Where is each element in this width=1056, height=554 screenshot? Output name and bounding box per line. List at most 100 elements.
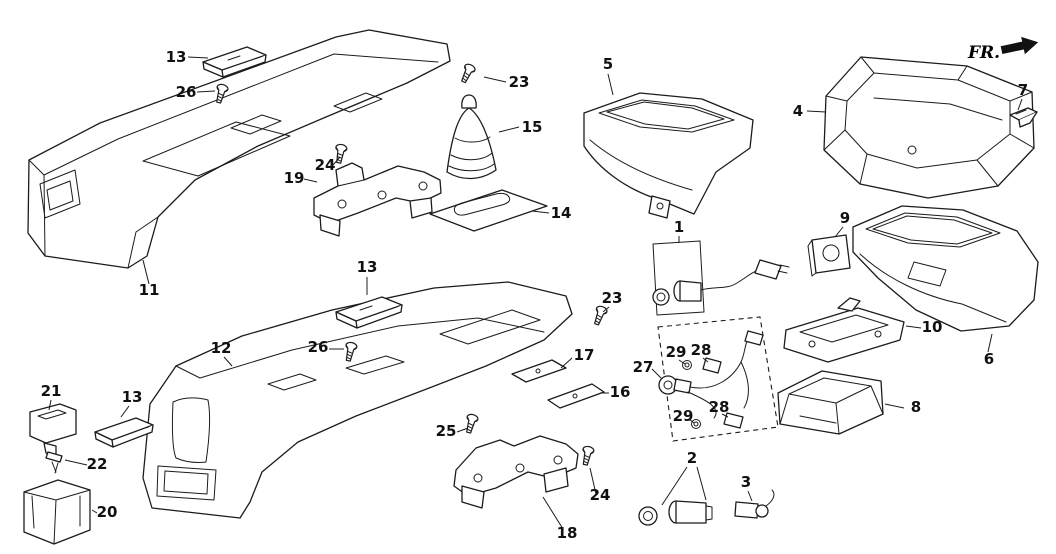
leader-line	[48, 399, 52, 411]
callout-28-upper[interactable]: 28	[691, 341, 712, 359]
leader-lines	[48, 56, 1023, 530]
leader-line	[688, 418, 695, 424]
leader-line	[303, 178, 318, 183]
callout-9[interactable]: 9	[840, 209, 850, 227]
callout-15[interactable]: 15	[522, 118, 543, 136]
part-10-mount-plate	[783, 297, 905, 363]
leader-line	[696, 466, 707, 501]
callout-23-upper[interactable]: 23	[509, 73, 530, 91]
callout-13-upper[interactable]: 13	[166, 48, 187, 66]
callout-11[interactable]: 11	[139, 281, 160, 299]
leader-line	[332, 156, 341, 166]
callout-21[interactable]: 21	[41, 382, 62, 400]
part-12-console-body	[142, 281, 573, 519]
callout-14[interactable]: 14	[551, 204, 572, 222]
leader-line	[120, 405, 130, 418]
callout-29-upper[interactable]: 29	[666, 343, 687, 361]
callout-17[interactable]: 17	[574, 346, 595, 364]
callout-4[interactable]: 4	[793, 102, 803, 120]
callout-19[interactable]: 19	[284, 169, 305, 187]
callout-27[interactable]: 27	[633, 358, 654, 376]
part-20-console-pocket	[23, 479, 91, 545]
part-13-console-lid-lower	[94, 417, 154, 448]
callout-29-lower[interactable]: 29	[673, 407, 694, 425]
part-4-rear-console-box	[823, 56, 1035, 199]
part-13-console-lid-middle	[335, 296, 403, 329]
part-5-console-rear-cover	[583, 92, 754, 219]
part-3-lighter-plug	[734, 489, 775, 519]
callout-6[interactable]: 6	[984, 350, 994, 368]
callout-25[interactable]: 25	[436, 422, 457, 440]
part-22-clip	[45, 451, 63, 474]
part-15-shift-boot	[446, 94, 497, 180]
fr-direction-marker: FR.	[967, 36, 1039, 63]
leader-line	[987, 333, 993, 353]
part-8-rear-ashtray	[777, 370, 884, 435]
leader-line	[196, 90, 216, 93]
leader-line	[456, 427, 469, 433]
leader-line	[607, 73, 614, 96]
leader-line	[91, 509, 98, 514]
callout-26-lower[interactable]: 26	[308, 338, 329, 356]
leader-line	[589, 467, 597, 495]
callout-13-lower[interactable]: 13	[122, 388, 143, 406]
part-21-bracket	[29, 403, 77, 457]
part-16-trim-strip	[547, 383, 605, 409]
leader-line	[1017, 98, 1023, 111]
fr-label: FR.	[967, 43, 1000, 63]
leader-line	[884, 403, 905, 409]
leader-line	[702, 357, 709, 363]
part-14-boot-plate	[429, 189, 548, 232]
leader-line	[747, 490, 753, 502]
part-18-shift-bracket-lower	[453, 435, 579, 509]
part-2-lighter-socket	[638, 500, 713, 526]
callout-2[interactable]: 2	[687, 449, 697, 467]
leader-line	[142, 259, 150, 285]
fr-direction-arrow	[1000, 36, 1039, 55]
part-19-shift-lever-bracket	[313, 162, 442, 237]
leader-line	[602, 306, 610, 313]
callout-20[interactable]: 20	[97, 503, 118, 521]
part-25-screw	[462, 412, 480, 435]
leader-line	[542, 496, 564, 530]
callout-7[interactable]: 7	[1018, 81, 1028, 99]
leader-line	[498, 126, 520, 133]
callout-28-lower[interactable]: 28	[709, 398, 730, 416]
part-17-trim-strip	[511, 359, 567, 383]
callout-5[interactable]: 5	[603, 55, 613, 73]
callout-23-lower[interactable]: 23	[602, 289, 623, 307]
leader-line	[187, 56, 209, 59]
leader-line	[531, 210, 550, 214]
callout-24-lower[interactable]: 24	[590, 486, 611, 504]
leader-line	[560, 357, 573, 369]
leader-line	[223, 356, 233, 367]
callout-22[interactable]: 22	[87, 455, 108, 473]
callout-16[interactable]: 16	[610, 383, 631, 401]
leader-line	[905, 325, 922, 329]
callout-8[interactable]: 8	[911, 398, 921, 416]
callout-1[interactable]: 1	[674, 218, 684, 236]
part-23-screw-lower	[590, 304, 609, 327]
callout-13-middle[interactable]: 13	[357, 258, 378, 276]
leader-line	[834, 226, 844, 238]
leader-line	[483, 76, 507, 83]
leader-line	[661, 466, 688, 506]
callout-18[interactable]: 18	[557, 524, 578, 542]
part-6-console-rear-cover-lower	[852, 205, 1039, 332]
leader-line	[651, 368, 662, 379]
part-7-clip	[1009, 107, 1038, 128]
leader-line	[64, 459, 88, 466]
callout-10[interactable]: 10	[922, 318, 943, 336]
callout-3[interactable]: 3	[741, 473, 751, 491]
callout-24-upper[interactable]: 24	[315, 156, 336, 174]
callout-12[interactable]: 12	[211, 339, 232, 357]
callout-26-upper[interactable]: 26	[176, 83, 197, 101]
part-1-lighter-assembly	[652, 240, 790, 316]
part-13-console-lid-upper	[202, 46, 267, 78]
part-11-console-body	[27, 29, 451, 269]
leader-line	[721, 413, 729, 418]
leader-line	[806, 110, 827, 113]
leader-line	[678, 359, 686, 365]
